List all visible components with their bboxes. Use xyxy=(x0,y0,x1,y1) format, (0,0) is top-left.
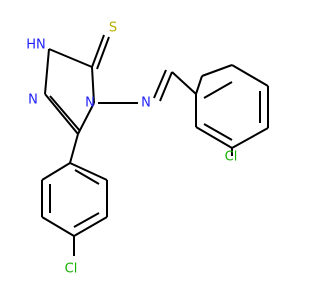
bond-n2-c5-double xyxy=(49,95,81,132)
bond-ring1-a xyxy=(195,75,203,95)
chemical-structure-diagram: S HN N N N Cl Cl xyxy=(26,21,269,277)
atom-label-n-attach: N xyxy=(85,96,95,111)
bond-ring2-c xyxy=(41,216,75,237)
bond-ring2-inner-c xyxy=(74,169,100,185)
bond-ring2-f xyxy=(69,162,108,181)
bond-n2-c5 xyxy=(44,93,79,135)
bond-n-imine-ch-double xyxy=(153,69,167,99)
bond-ring2-d xyxy=(73,216,108,237)
bond-ch-aryl xyxy=(171,71,197,95)
bond-ring1-inner-a xyxy=(203,81,233,99)
bond-ring1-e xyxy=(231,127,269,149)
atom-label-cl-top: Cl xyxy=(225,150,238,165)
atom-label-s: S xyxy=(109,21,117,36)
molecule-canvas: S HN N N N Cl Cl xyxy=(26,20,269,277)
bond-c5-n4 xyxy=(77,102,95,135)
bond-n-imine-ch xyxy=(159,71,173,102)
atom-label-hn: HN xyxy=(26,38,46,53)
bond-nh-c3 xyxy=(48,48,93,68)
bond-ring1-inner-c xyxy=(203,123,233,141)
atom-label-n-imine: N xyxy=(141,96,151,111)
bond-nh-n2 xyxy=(44,48,50,95)
atom-label-cl-bottom: Cl xyxy=(65,262,78,277)
bond-c3-s-double xyxy=(96,36,110,70)
bond-n4-c3 xyxy=(91,66,95,104)
bond-ring2-inner-b xyxy=(73,212,100,228)
atom-label-n-ring: N xyxy=(28,93,38,108)
bond-ring1-b xyxy=(201,64,233,77)
bond-ring2-a xyxy=(41,162,71,181)
bond-c5-ring2 xyxy=(69,133,79,164)
bond-ring1-c xyxy=(231,64,269,87)
bond-c3-s xyxy=(91,34,105,68)
bond-ring1-f xyxy=(195,126,233,149)
